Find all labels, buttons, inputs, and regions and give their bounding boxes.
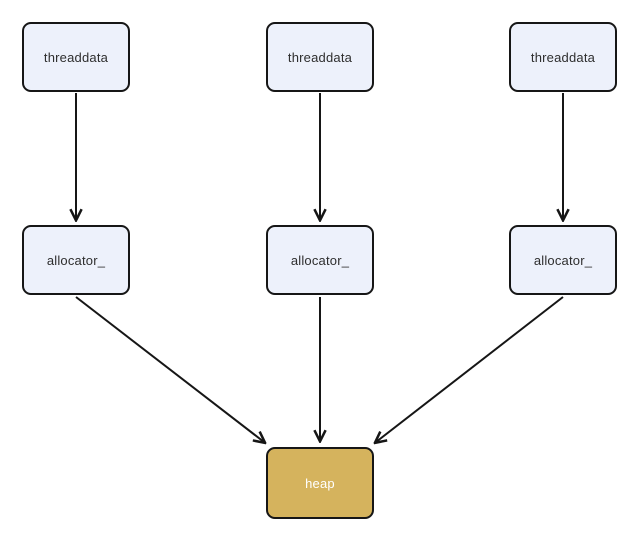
node-allocator-1: allocator_ (22, 225, 130, 295)
node-threaddata-1: threaddata (22, 22, 130, 92)
node-allocator-2: allocator_ (266, 225, 374, 295)
node-label: allocator_ (533, 252, 593, 268)
node-label: threaddata (43, 49, 109, 65)
edge-allocator1-heap (75, 296, 264, 442)
node-threaddata-3: threaddata (509, 22, 617, 92)
node-label: heap (305, 475, 335, 491)
node-label: threaddata (287, 49, 353, 65)
edge-allocator3-heap (376, 296, 564, 442)
node-heap: heap (266, 447, 374, 519)
node-label: allocator_ (46, 252, 106, 268)
node-label: allocator_ (290, 252, 350, 268)
node-threaddata-2: threaddata (266, 22, 374, 92)
node-allocator-3: allocator_ (509, 225, 617, 295)
node-label: threaddata (530, 49, 596, 65)
